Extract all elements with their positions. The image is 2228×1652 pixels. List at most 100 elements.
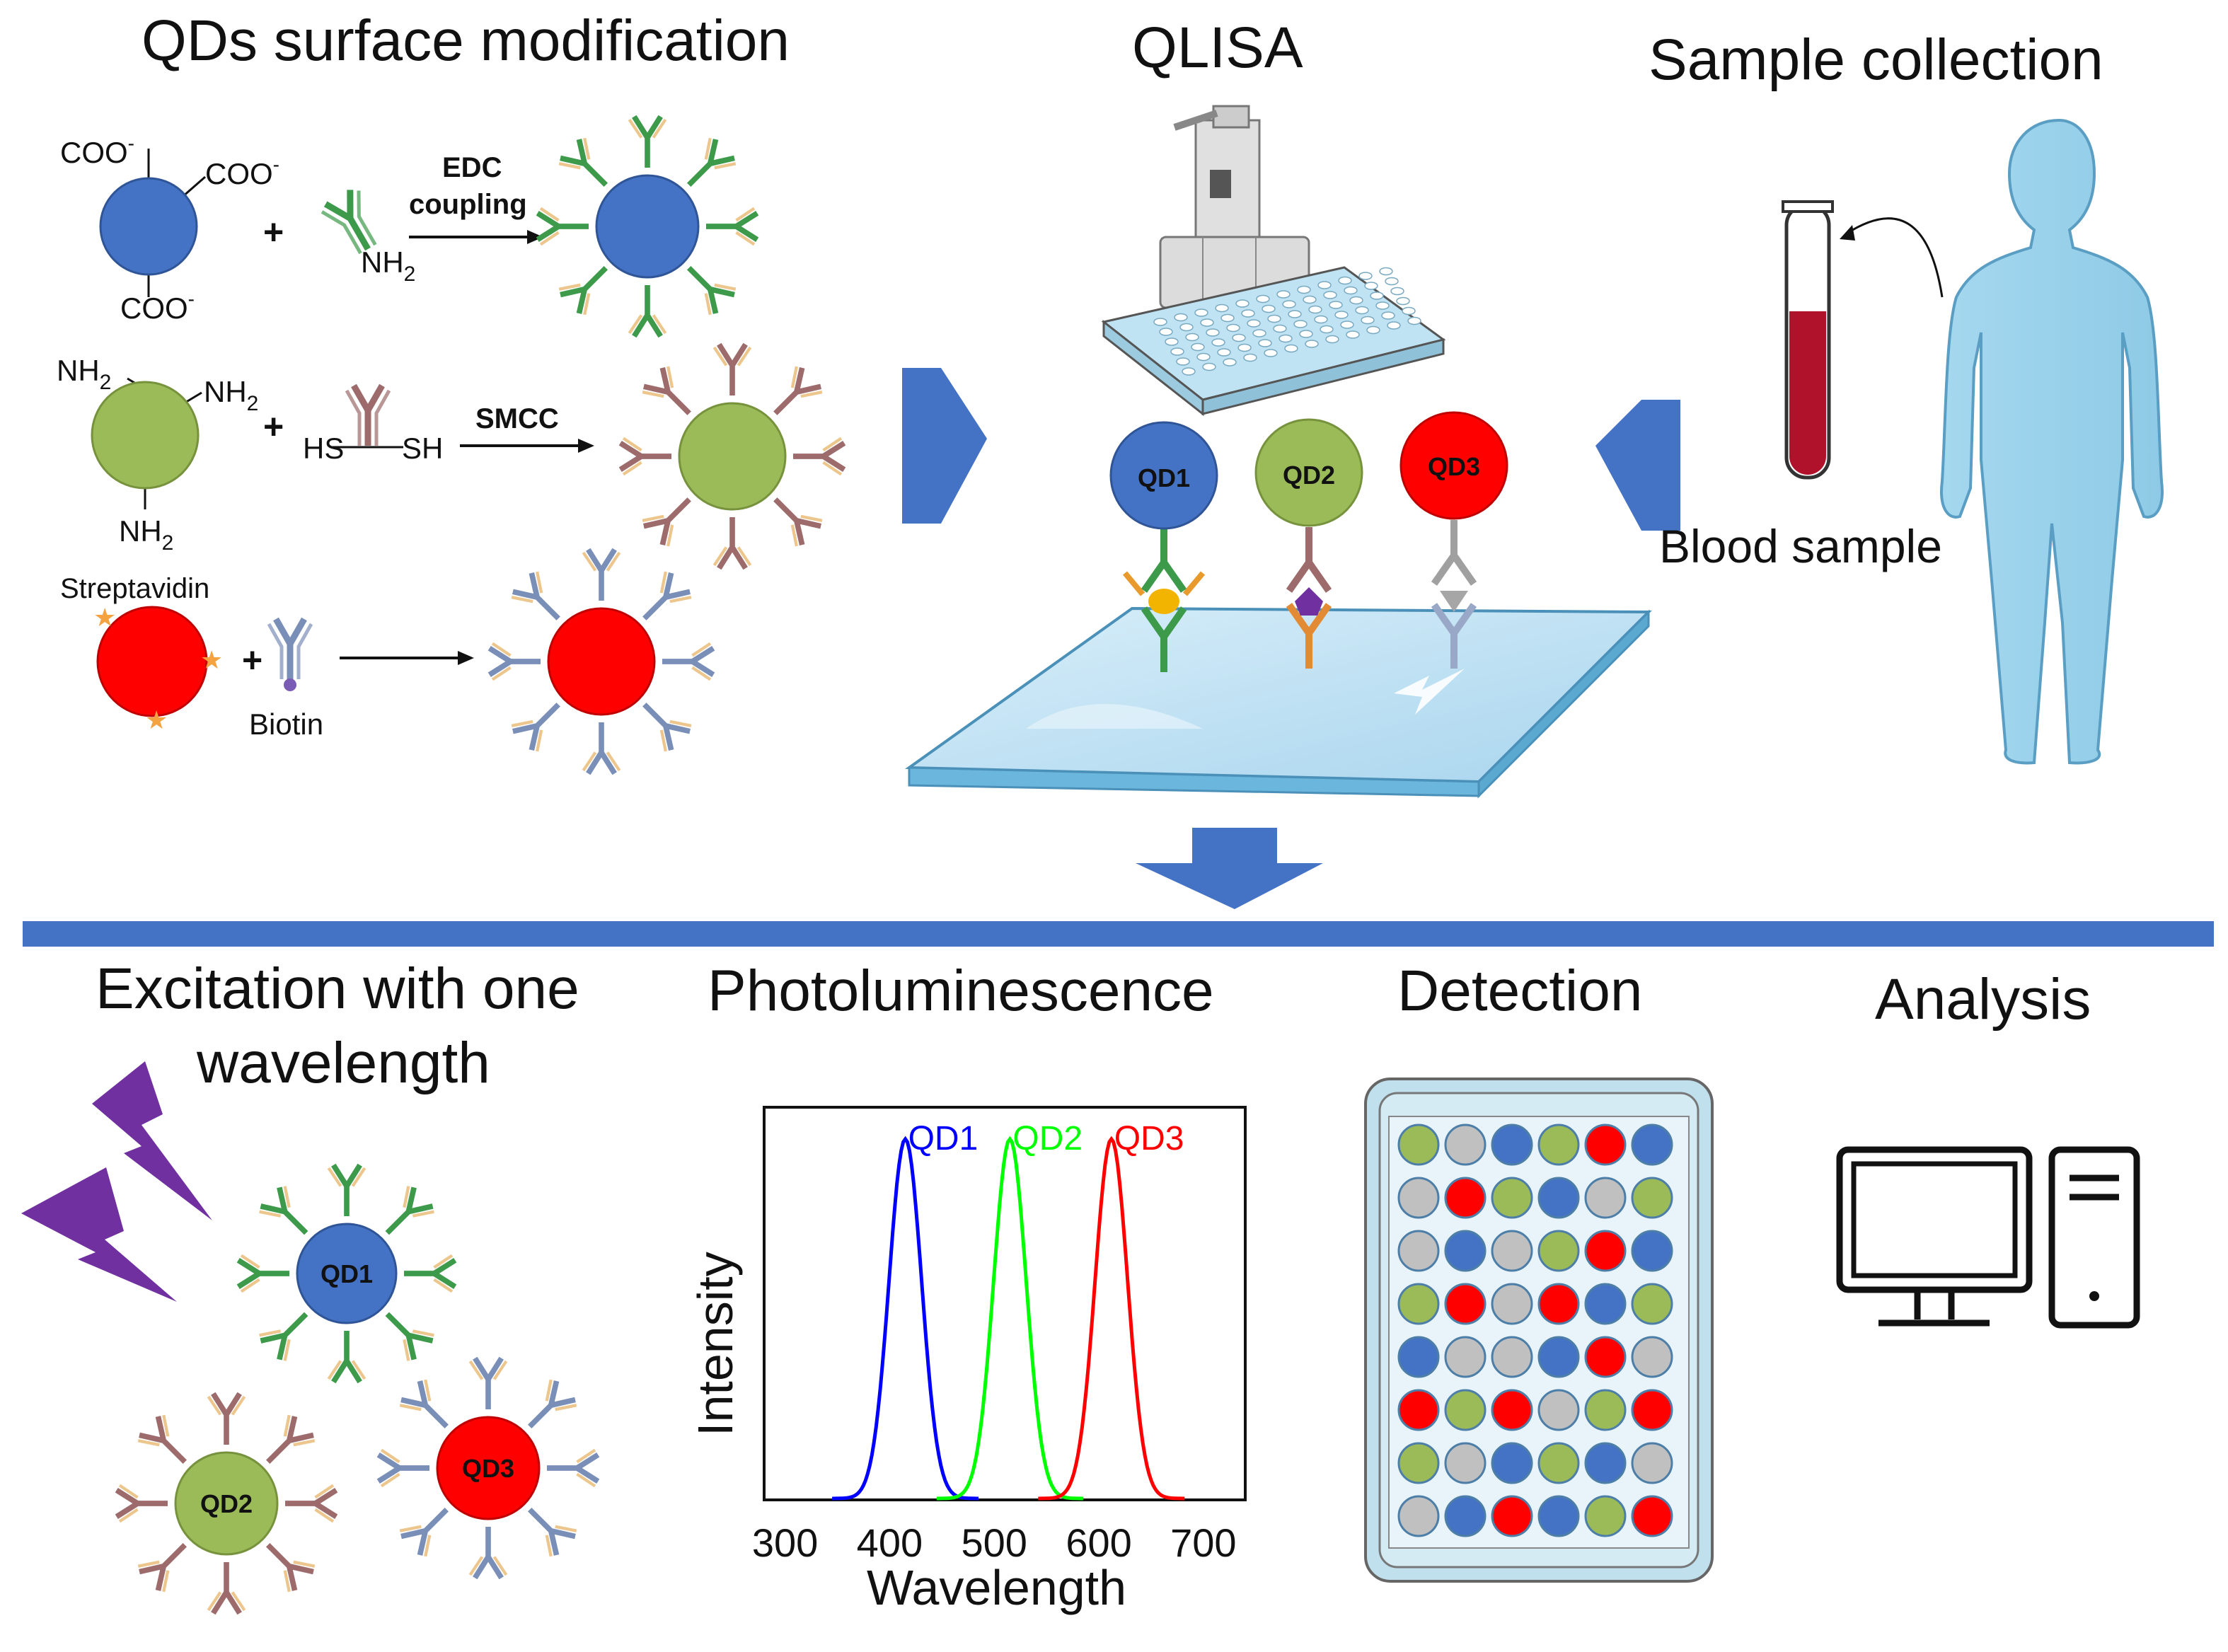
title-detection: Detection [1397, 959, 1642, 1023]
title-photoluminescence: Photoluminescence [708, 959, 1214, 1023]
chart-x-label: Wavelength [867, 1560, 1126, 1615]
arrow-left-to-qlisa [1595, 400, 1680, 531]
detection-wells [1397, 1124, 1673, 1537]
qd3-label: QD3 [1428, 452, 1480, 481]
plate-well [1584, 1283, 1627, 1325]
title-sample-collection: Sample collection [1649, 28, 2103, 92]
monitor-icon [1836, 1146, 2033, 1293]
title-excitation-line1: Excitation with one [96, 957, 579, 1021]
qd-blue-cooh [99, 177, 198, 276]
sandwich-qd2: QD2 [1254, 418, 1363, 669]
svg-text:QD2: QD2 [200, 1489, 253, 1518]
plate-well [1397, 1124, 1440, 1166]
svg-text:QD1: QD1 [321, 1259, 373, 1288]
microplate-wells [1153, 267, 1421, 376]
blood-tube [1782, 200, 1834, 480]
qd2-conjugated-excitation: QD2 [115, 1392, 338, 1615]
qd1-conjugated-excitation: QD1 [236, 1163, 457, 1384]
blood-arrow [1846, 217, 1944, 298]
streptavidin-row: Streptavidin ★ ★ ★ + Biotin [60, 573, 474, 741]
svg-text:SMCC: SMCC [475, 403, 559, 434]
qd1-circle [1109, 421, 1218, 530]
plate-well [1444, 1336, 1487, 1378]
svg-text:NH2: NH2 [361, 246, 415, 286]
plate-well [1491, 1336, 1533, 1378]
series-line-qd1 [832, 1136, 979, 1501]
plate-well [1537, 1124, 1580, 1166]
sandwich-qd3: QD3 [1399, 411, 1508, 669]
plate-well [1444, 1283, 1487, 1325]
plate-well [1537, 1495, 1580, 1537]
plate-well [1631, 1177, 1673, 1219]
plate-well [1444, 1442, 1487, 1484]
qd2-circle [1254, 418, 1363, 527]
qd-red-conjugated [487, 548, 715, 775]
x-tick-label: 300 [752, 1520, 818, 1565]
plate-well [1631, 1495, 1673, 1537]
x-tick-label: 400 [857, 1520, 923, 1565]
plate-well [1397, 1389, 1440, 1431]
svg-text:★: ★ [93, 603, 116, 632]
blood-sample-label: Blood sample [1659, 520, 1942, 572]
section-divider [23, 921, 2214, 947]
svg-text:SH: SH [402, 432, 443, 465]
sandwich-qd1: QD1 [1109, 421, 1218, 672]
plate-well [1537, 1230, 1580, 1272]
chart-frame [763, 1106, 1247, 1501]
peak-label-qd3: QD3 [1114, 1120, 1184, 1157]
plate-well [1491, 1124, 1533, 1166]
plate-well [1631, 1230, 1673, 1272]
plate-well [1491, 1283, 1533, 1325]
plate-well [1397, 1177, 1440, 1219]
plate-well [1444, 1495, 1487, 1537]
plate-well [1444, 1124, 1487, 1166]
plate-well [1491, 1442, 1533, 1484]
glass-slide [904, 606, 1652, 799]
plate-well [1444, 1230, 1487, 1272]
plate-well [1631, 1124, 1673, 1166]
plate-well [1397, 1283, 1440, 1325]
tower-icon [2048, 1146, 2140, 1329]
plate-well [1584, 1442, 1627, 1484]
qd-green-conjugated [618, 342, 846, 570]
plate-well [1631, 1283, 1673, 1325]
plate-well [1631, 1336, 1673, 1378]
chart-series-lines [832, 1136, 1185, 1501]
plate-well [1397, 1442, 1440, 1484]
qd2-label: QD2 [1283, 461, 1335, 490]
edc-coupling-row: COO- COO- COO- + NH2 EDC coupling [60, 132, 543, 325]
qd1-label: QD1 [1138, 463, 1190, 492]
plate-well [1491, 1177, 1533, 1219]
peak-label-qd2: QD2 [1012, 1120, 1083, 1157]
plate-well [1537, 1177, 1580, 1219]
title-analysis: Analysis [1875, 967, 2091, 1032]
qd-blue-conjugated [536, 115, 759, 338]
svg-text:Streptavidin: Streptavidin [60, 573, 209, 604]
peak-label-qd1: QD1 [908, 1120, 979, 1157]
svg-text:+: + [242, 640, 262, 680]
computer-icon [1836, 1146, 2140, 1329]
qd-green-amine [91, 381, 200, 490]
svg-text:COO-: COO- [205, 154, 279, 190]
plate-well [1397, 1230, 1440, 1272]
series-line-qd2 [936, 1136, 1083, 1501]
x-tick-label: 600 [1066, 1520, 1131, 1565]
svg-text:NH2: NH2 [57, 354, 111, 394]
title-excitation-line2: wavelength [196, 1031, 490, 1095]
plate-well [1491, 1230, 1533, 1272]
plate-well [1491, 1495, 1533, 1537]
svg-text:QD3: QD3 [462, 1454, 514, 1483]
plate-well [1584, 1495, 1627, 1537]
plate-well [1537, 1336, 1580, 1378]
svg-text:NH2: NH2 [204, 375, 258, 415]
svg-text:HS: HS [303, 432, 344, 465]
plate-well [1631, 1389, 1673, 1431]
plate-well [1631, 1442, 1673, 1484]
plate-well [1491, 1389, 1533, 1431]
svg-text:EDC: EDC [442, 152, 502, 183]
plate-well [1397, 1336, 1440, 1378]
lightning-bolts [21, 1061, 212, 1302]
plate-well [1584, 1124, 1627, 1166]
